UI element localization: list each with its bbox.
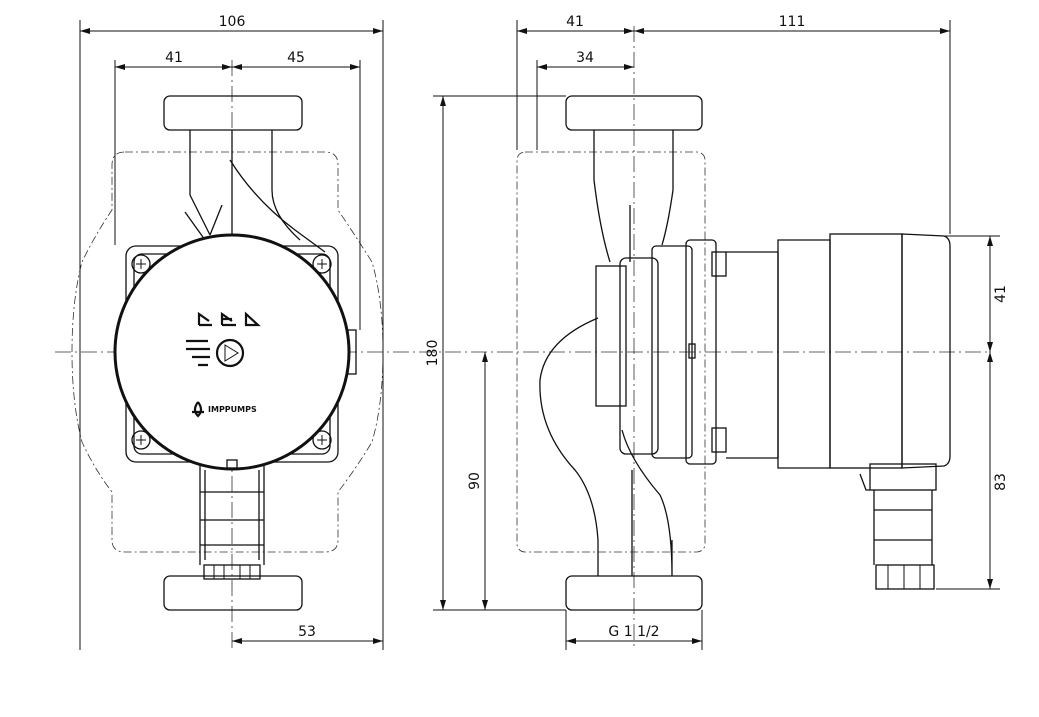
- front-shell-outline: [71, 151, 384, 553]
- side-housing-mid: [619, 257, 659, 455]
- side-shell-outline: [516, 151, 706, 553]
- side-housing-ring: [685, 239, 717, 465]
- bolt-bottom-left: [131, 430, 151, 450]
- side-indicator: [688, 343, 696, 359]
- side-bottom-flange: [565, 575, 703, 611]
- side-view: [516, 26, 951, 650]
- bolt-bottom-right: [312, 430, 332, 450]
- side-housing-front: [651, 245, 693, 459]
- cable-gland-nut: [875, 564, 935, 590]
- front-nut: [203, 564, 261, 580]
- side-bolt-top: [711, 251, 727, 277]
- dim-34-label: 34: [576, 50, 594, 66]
- side-dimensions: 41 111 34 180 90 41 83 G 1 1/2: [425, 14, 1009, 650]
- side-volute: [539, 317, 673, 577]
- dim-41-front-label: 41: [165, 50, 183, 66]
- brand-logo: IMPPUMPS: [192, 401, 257, 418]
- cable-gland-base: [869, 463, 937, 491]
- cable-gland-body: [873, 490, 933, 565]
- side-motor-cap: [901, 233, 951, 469]
- dim-83-label: 83: [993, 473, 1009, 491]
- dim-53-label: 53: [298, 624, 316, 640]
- dim-180-label: 180: [425, 340, 441, 367]
- front-lower-neck: [199, 466, 265, 565]
- side-motor-cover: [829, 233, 903, 469]
- front-top-flange: [163, 95, 303, 131]
- side-housing-back: [595, 265, 627, 407]
- dim-45-label: 45: [287, 50, 305, 66]
- side-upper-pipe: [593, 130, 674, 263]
- cable-clip: [859, 473, 870, 491]
- front-motor-head: [113, 233, 351, 471]
- side-motor-neck: [726, 251, 779, 459]
- front-view: IMPPUMPS: [55, 60, 990, 650]
- dim-thread-label: G 1 1/2: [608, 624, 659, 640]
- play-icon: [186, 338, 245, 368]
- brand-text: IMPPUMPS: [208, 405, 257, 414]
- bolt-top-right: [312, 254, 332, 274]
- dim-106-label: 106: [219, 14, 246, 30]
- side-bolt-bottom: [711, 427, 727, 453]
- dim-90-label: 90: [467, 472, 483, 490]
- front-motor-notch: [226, 459, 238, 469]
- front-volute: [184, 159, 326, 253]
- dim-41-motor-label: 41: [993, 285, 1009, 303]
- front-top-neck: [189, 130, 301, 241]
- mode-symbols: [197, 311, 261, 327]
- front-bottom-flange: [163, 575, 303, 611]
- front-dimensions: 106 41 45 53: [79, 14, 384, 650]
- bolt-top-left: [131, 254, 151, 274]
- side-motor-body: [777, 239, 831, 469]
- dim-41-side-label: 41: [566, 14, 584, 30]
- side-top-flange: [565, 95, 703, 131]
- dim-111-label: 111: [779, 14, 806, 30]
